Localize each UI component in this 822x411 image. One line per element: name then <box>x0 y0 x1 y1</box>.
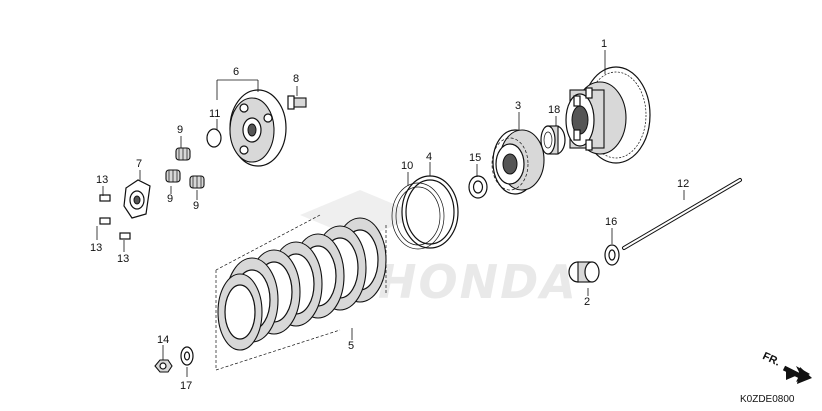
nut-part-14 <box>154 359 173 373</box>
callout-13: 13 <box>96 174 108 186</box>
callout-15: 15 <box>469 152 481 164</box>
callout-16: 16 <box>605 216 617 228</box>
front-direction-label: FR. <box>761 350 782 368</box>
callout-9: 9 <box>193 200 199 212</box>
callout-4: 4 <box>426 151 432 163</box>
leader-lines <box>96 50 685 377</box>
callout-6: 6 <box>233 66 239 78</box>
lifter-piece-part-2 <box>568 261 600 283</box>
o-ring-part-11 <box>206 128 222 148</box>
callout-2: 2 <box>584 296 590 308</box>
lifter-plate-part-7 <box>123 179 151 219</box>
callout-12: 12 <box>677 178 689 190</box>
callout-18: 18 <box>548 104 560 116</box>
clutch-center-part-3 <box>491 129 545 195</box>
callout-3: 3 <box>515 100 521 112</box>
callout-9: 9 <box>167 193 173 205</box>
honda-watermark: HONDA <box>300 190 578 309</box>
clutch-outer-part-1 <box>565 66 651 164</box>
push-rod-part-12 <box>622 178 742 250</box>
callout-13: 13 <box>117 253 129 265</box>
callout-7: 7 <box>136 158 142 170</box>
callout-1: 1 <box>601 38 607 50</box>
bolt-part-8 <box>287 95 307 110</box>
clutch-ring-part-10 <box>391 182 445 250</box>
washer-part-16 <box>604 244 620 266</box>
callout-11: 11 <box>209 108 220 120</box>
callout-9: 9 <box>177 124 183 136</box>
clutch-spring-part-9 <box>165 147 205 189</box>
bolt-part-13 <box>99 194 131 240</box>
callout-17: 17 <box>180 380 192 392</box>
pressure-plate-part-6 <box>229 89 287 167</box>
front-direction-arrow-icon <box>782 365 812 384</box>
drawing-code: K0ZDE0800 <box>740 394 795 405</box>
callout-10: 10 <box>401 160 413 172</box>
washer-part-17 <box>180 346 194 366</box>
callout-14: 14 <box>157 334 169 346</box>
washer-part-15 <box>468 175 488 199</box>
needle-bearing-part-18 <box>540 125 566 155</box>
callout-13: 13 <box>90 242 102 254</box>
callout-5: 5 <box>348 340 354 352</box>
svg-text:HONDA: HONDA <box>378 255 578 309</box>
callout-8: 8 <box>293 73 299 85</box>
clutch-disc-stack-part-5 <box>215 214 387 371</box>
